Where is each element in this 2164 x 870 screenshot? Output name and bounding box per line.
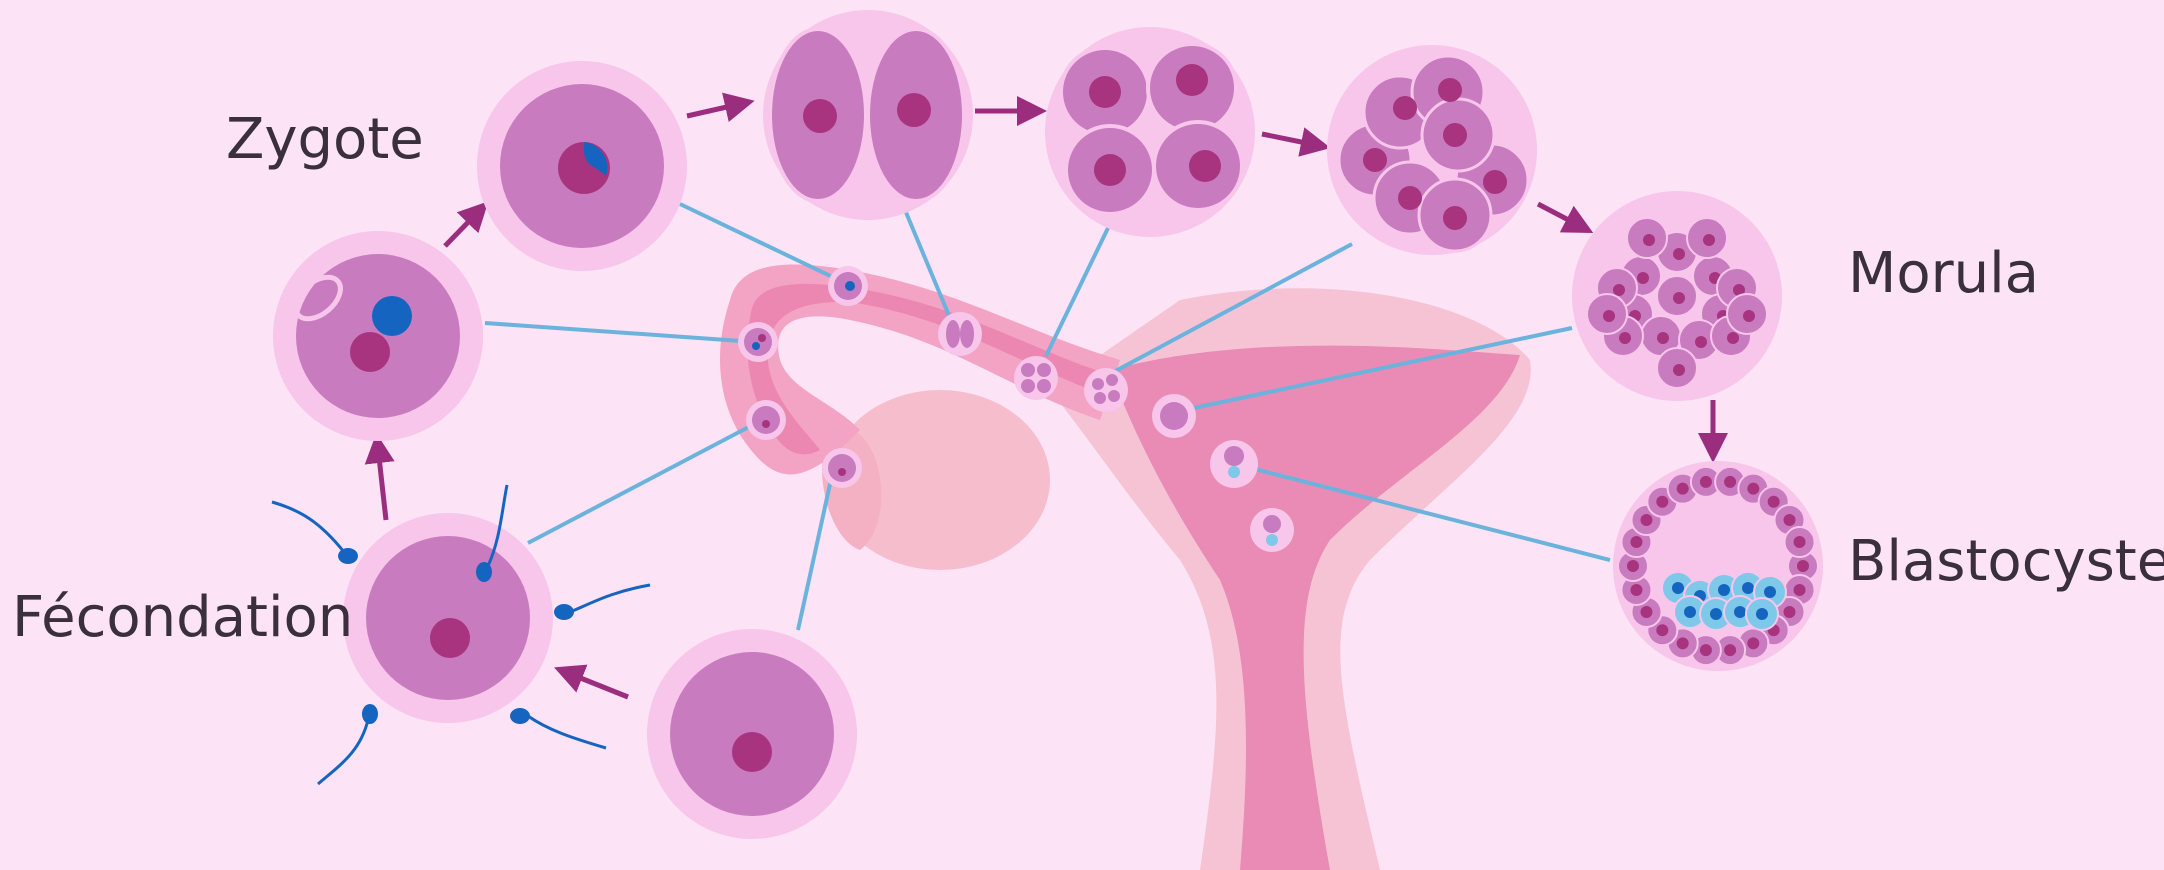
morula-nucleus [1603,310,1615,322]
label-zygote: Zygote [226,112,424,168]
morula-nucleus [1695,336,1707,348]
label-blastocyste: Blastocyste [1848,534,2164,590]
morula-cell [1572,191,1782,401]
morula-nucleus [1673,292,1685,304]
inner-cell-mass-nucleus [1734,606,1746,618]
trophoblast-nucleus [1700,644,1712,656]
morula-nucleus [1643,234,1655,246]
oocyte-cell [647,629,857,839]
trophoblast-nucleus [1797,560,1809,572]
trophoblast-nucleus [1768,496,1780,508]
blastocyst-cell [1613,461,1823,671]
trophoblast-nucleus [1656,496,1668,508]
four-cell-stage [1045,27,1255,237]
trophoblast-nucleus [1640,514,1652,526]
trophoblast-nucleus [1794,584,1806,596]
label-fecondation: Fécondation [12,590,353,646]
trophoblast-nucleus [1627,560,1639,572]
inner-cell-mass-nucleus [1764,586,1776,598]
trophoblast-nucleus [1700,476,1712,488]
morula-nucleus [1673,248,1685,260]
trophoblast-nucleus [1630,584,1642,596]
morula-nucleus [1613,284,1625,296]
inner-cell-mass-nucleus [1672,582,1684,594]
trophoblast-nucleus [1747,483,1759,495]
zygote-cell [477,61,687,271]
trophoblast-nucleus [1630,536,1642,548]
two-cell-stage [763,10,973,220]
inner-cell-mass-nucleus [1718,584,1730,596]
trophoblast-nucleus [1794,536,1806,548]
morula-nucleus [1743,310,1755,322]
inner-cell-mass-nucleus [1756,608,1768,620]
morula-nucleus [1637,272,1649,284]
morula-nucleus [1619,332,1631,344]
trophoblast-nucleus [1724,476,1736,488]
morula-nucleus [1703,234,1715,246]
fertilization-cell [343,513,553,723]
trophoblast-nucleus [1724,644,1736,656]
morula-nucleus [1727,332,1739,344]
trophoblast-nucleus [1677,637,1689,649]
trophoblast-nucleus [1640,606,1652,618]
trophoblast-nucleus [1747,637,1759,649]
inner-cell-mass-nucleus [1684,606,1696,618]
inner-cell-mass-nucleus [1710,608,1722,620]
trophoblast-nucleus [1784,514,1796,526]
pronuclei-cell [273,231,483,441]
inner-cell-mass-nucleus [1742,582,1754,594]
eight-cell-stage [1327,45,1537,255]
trophoblast-nucleus [1677,483,1689,495]
trophoblast-nucleus [1784,606,1796,618]
morula-nucleus [1657,332,1669,344]
morula-nucleus [1673,364,1685,376]
label-morula: Morula [1848,246,2039,302]
trophoblast-nucleus [1656,624,1668,636]
